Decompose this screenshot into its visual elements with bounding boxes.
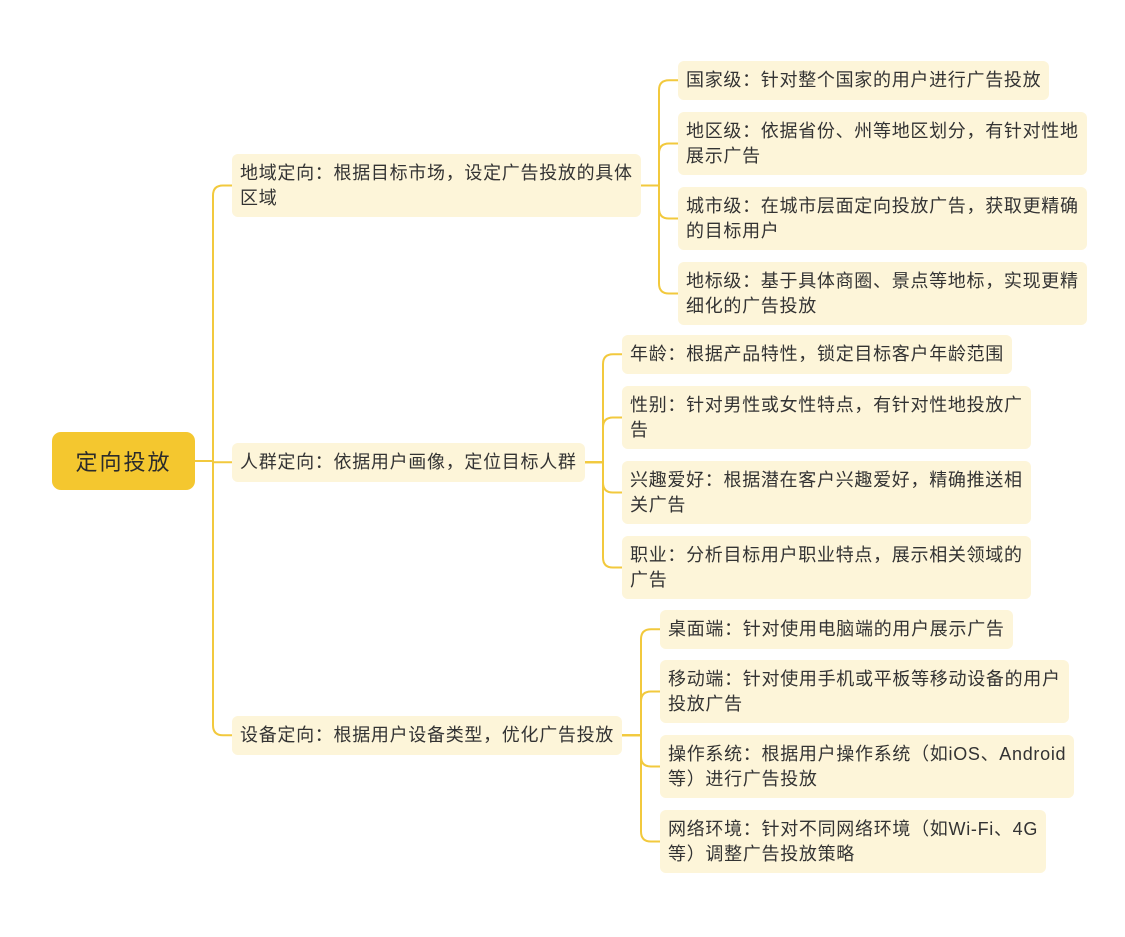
connector-line [583, 461, 623, 569]
leaf-interests: 兴趣爱好：根据潜在客户兴趣爱好，精确推送相 关广告 [622, 461, 1031, 524]
leaf-city-level: 城市级：在城市层面定向投放广告，获取更精确 的目标用户 [678, 187, 1087, 250]
connector-line [194, 184, 233, 462]
connector-line [621, 690, 661, 737]
connector-line [621, 734, 661, 843]
leaf-network-environment: 网络环境：针对不同网络环境（如Wi-Fi、4G 等）调整广告投放策略 [660, 810, 1047, 873]
branch-audience-targeting: 人群定向：依据用户画像，定位目标人群 [232, 443, 585, 482]
central-topic: 定向投放 [52, 432, 195, 490]
connector-line [639, 142, 679, 187]
leaf-country-level: 国家级：针对整个国家的用户进行广告投放 [678, 61, 1050, 100]
leaf-landmark-level: 地标级：基于具体商圈、景点等地标，实现更精 细化的广告投放 [678, 262, 1087, 325]
leaf-region-level: 地区级：依据省份、州等地区划分，有针对性地 展示广告 [678, 112, 1087, 175]
leaf-desktop: 桌面端：针对使用电脑端的用户展示广告 [660, 610, 1013, 649]
connector-line [194, 460, 233, 737]
leaf-age: 年龄：根据产品特性，锁定目标客户年龄范围 [622, 335, 1012, 374]
connector-line [583, 416, 623, 464]
connector-line [621, 628, 661, 737]
leaf-occupation: 职业：分析目标用户职业特点，展示相关领域的 广告 [622, 536, 1031, 599]
connector-line [583, 353, 623, 464]
connector-line [639, 184, 679, 295]
branch-device-targeting: 设备定向：根据用户设备类型，优化广告投放 [232, 716, 622, 755]
branch-geo-targeting: 地域定向：根据目标市场，设定广告投放的具体 区域 [232, 154, 641, 217]
connector-line [639, 79, 679, 187]
leaf-mobile: 移动端：针对使用手机或平板等移动设备的用户 投放广告 [660, 660, 1069, 723]
leaf-operating-system: 操作系统：根据用户操作系统（如iOS、Android 等）进行广告投放 [660, 735, 1075, 798]
leaf-gender: 性别：针对男性或女性特点，有针对性地投放广 告 [622, 386, 1031, 449]
